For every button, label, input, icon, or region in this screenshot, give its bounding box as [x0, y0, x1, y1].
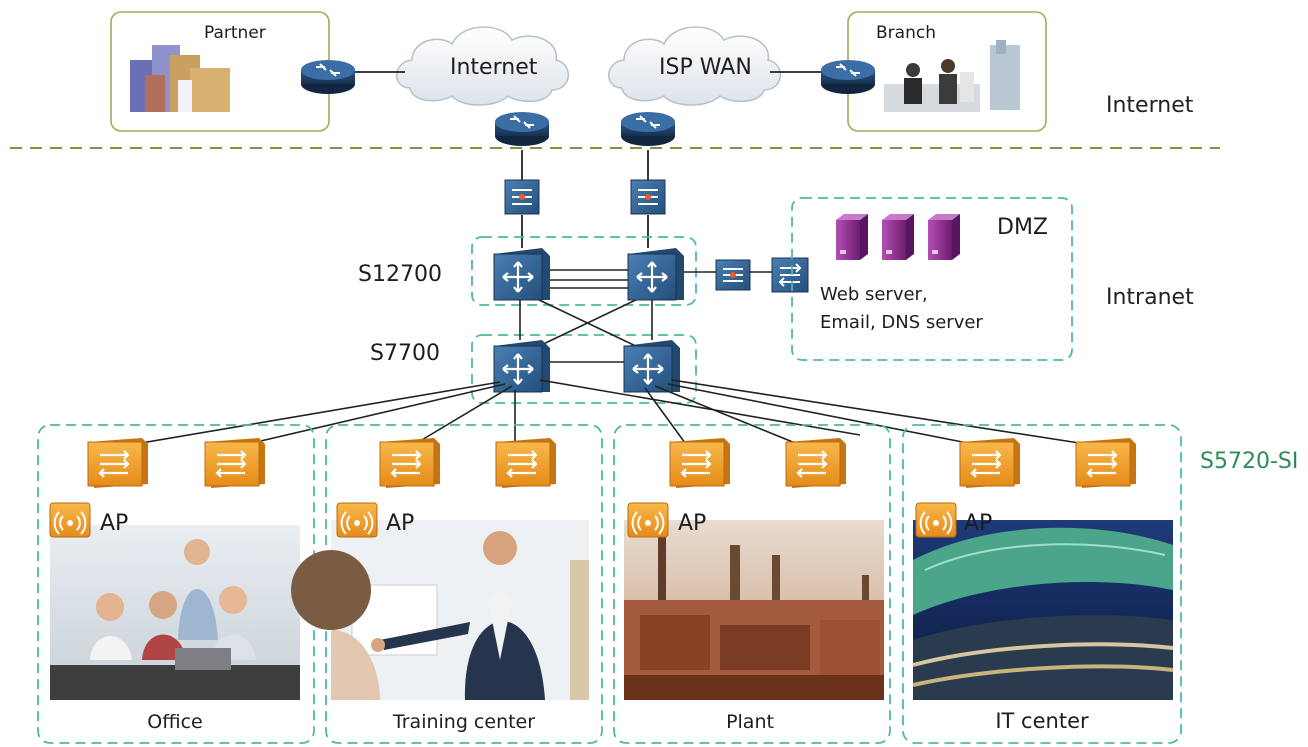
zone-label-access-switch-model: S5720-SI — [1200, 449, 1298, 474]
partner-buildings-image — [130, 45, 230, 112]
partner-label: Partner — [204, 23, 266, 43]
access-switch-training-1[interactable] — [379, 438, 440, 488]
router-internet-edge[interactable] — [495, 112, 549, 146]
router-partner[interactable] — [301, 60, 355, 94]
core-links — [519, 269, 772, 363]
firewall-right[interactable] — [630, 179, 666, 215]
ap-office[interactable] — [49, 502, 91, 538]
ap-it-center[interactable] — [915, 502, 957, 538]
access-switch-training-2[interactable] — [495, 438, 556, 488]
office-photo — [50, 525, 300, 700]
access-uplinks — [117, 379, 1106, 448]
ap-label-it-center: AP — [964, 511, 992, 536]
access-switch-it-1[interactable] — [959, 438, 1020, 488]
isp-wan-cloud: ISP WAN — [608, 26, 782, 106]
core-switch-s12700-right[interactable] — [627, 248, 684, 301]
dmz-servers — [836, 214, 960, 260]
dmz-servers-line2: Email, DNS server — [820, 312, 983, 333]
dmz-box — [791, 197, 1073, 361]
firewall-dmz[interactable] — [715, 259, 751, 291]
server-icon — [836, 214, 868, 260]
ap-label-plant: AP — [678, 511, 706, 536]
branch-office-image — [884, 40, 1020, 112]
access-switch-plant-2[interactable] — [785, 438, 846, 488]
site-it-center — [902, 424, 1182, 744]
switch-dmz[interactable] — [771, 257, 809, 293]
zone-label-intranet: Intranet — [1106, 285, 1194, 310]
s12700-label: S12700 — [358, 262, 442, 287]
training-photo — [291, 520, 589, 700]
plant-photo — [624, 520, 884, 700]
internet-cloud: Internet — [396, 26, 570, 106]
access-switch-it-2[interactable] — [1075, 438, 1136, 488]
server-icon — [928, 214, 960, 260]
s7700-group — [471, 334, 697, 404]
isp-wan-cloud-label: ISP WAN — [659, 55, 752, 80]
site-name-training-center: Training center — [392, 711, 535, 733]
router-isp-edge[interactable] — [621, 112, 675, 146]
s7700-label: S7700 — [370, 341, 440, 366]
agg-switch-s7700-left[interactable] — [493, 340, 550, 393]
internet-cloud-label: Internet — [450, 55, 538, 80]
site-name-it-center: IT center — [995, 709, 1089, 733]
router-branch[interactable] — [821, 60, 875, 94]
core-switch-s12700-left[interactable] — [493, 248, 550, 301]
ap-label-training: AP — [386, 511, 414, 536]
ap-training[interactable] — [336, 502, 378, 538]
site-name-plant: Plant — [726, 711, 774, 733]
access-switch-office-2[interactable] — [204, 438, 265, 488]
ap-plant[interactable] — [627, 502, 669, 538]
zone-label-internet: Internet — [1106, 93, 1194, 118]
site-plant — [613, 424, 891, 744]
access-switch-office-1[interactable] — [87, 438, 148, 488]
server-icon — [882, 214, 914, 260]
dmz-servers-line1: Web server, — [820, 284, 928, 305]
wan-links — [355, 71, 822, 248]
agg-switch-s7700-right[interactable] — [623, 340, 680, 393]
access-switch-plant-1[interactable] — [669, 438, 730, 488]
ap-label-office: AP — [100, 511, 128, 536]
firewall-left[interactable] — [504, 179, 540, 215]
site-name-office: Office — [147, 711, 202, 733]
s12700-group — [471, 236, 697, 306]
it-center-photo — [912, 520, 1174, 700]
branch-label: Branch — [876, 23, 936, 43]
dmz-label: DMZ — [997, 215, 1048, 240]
